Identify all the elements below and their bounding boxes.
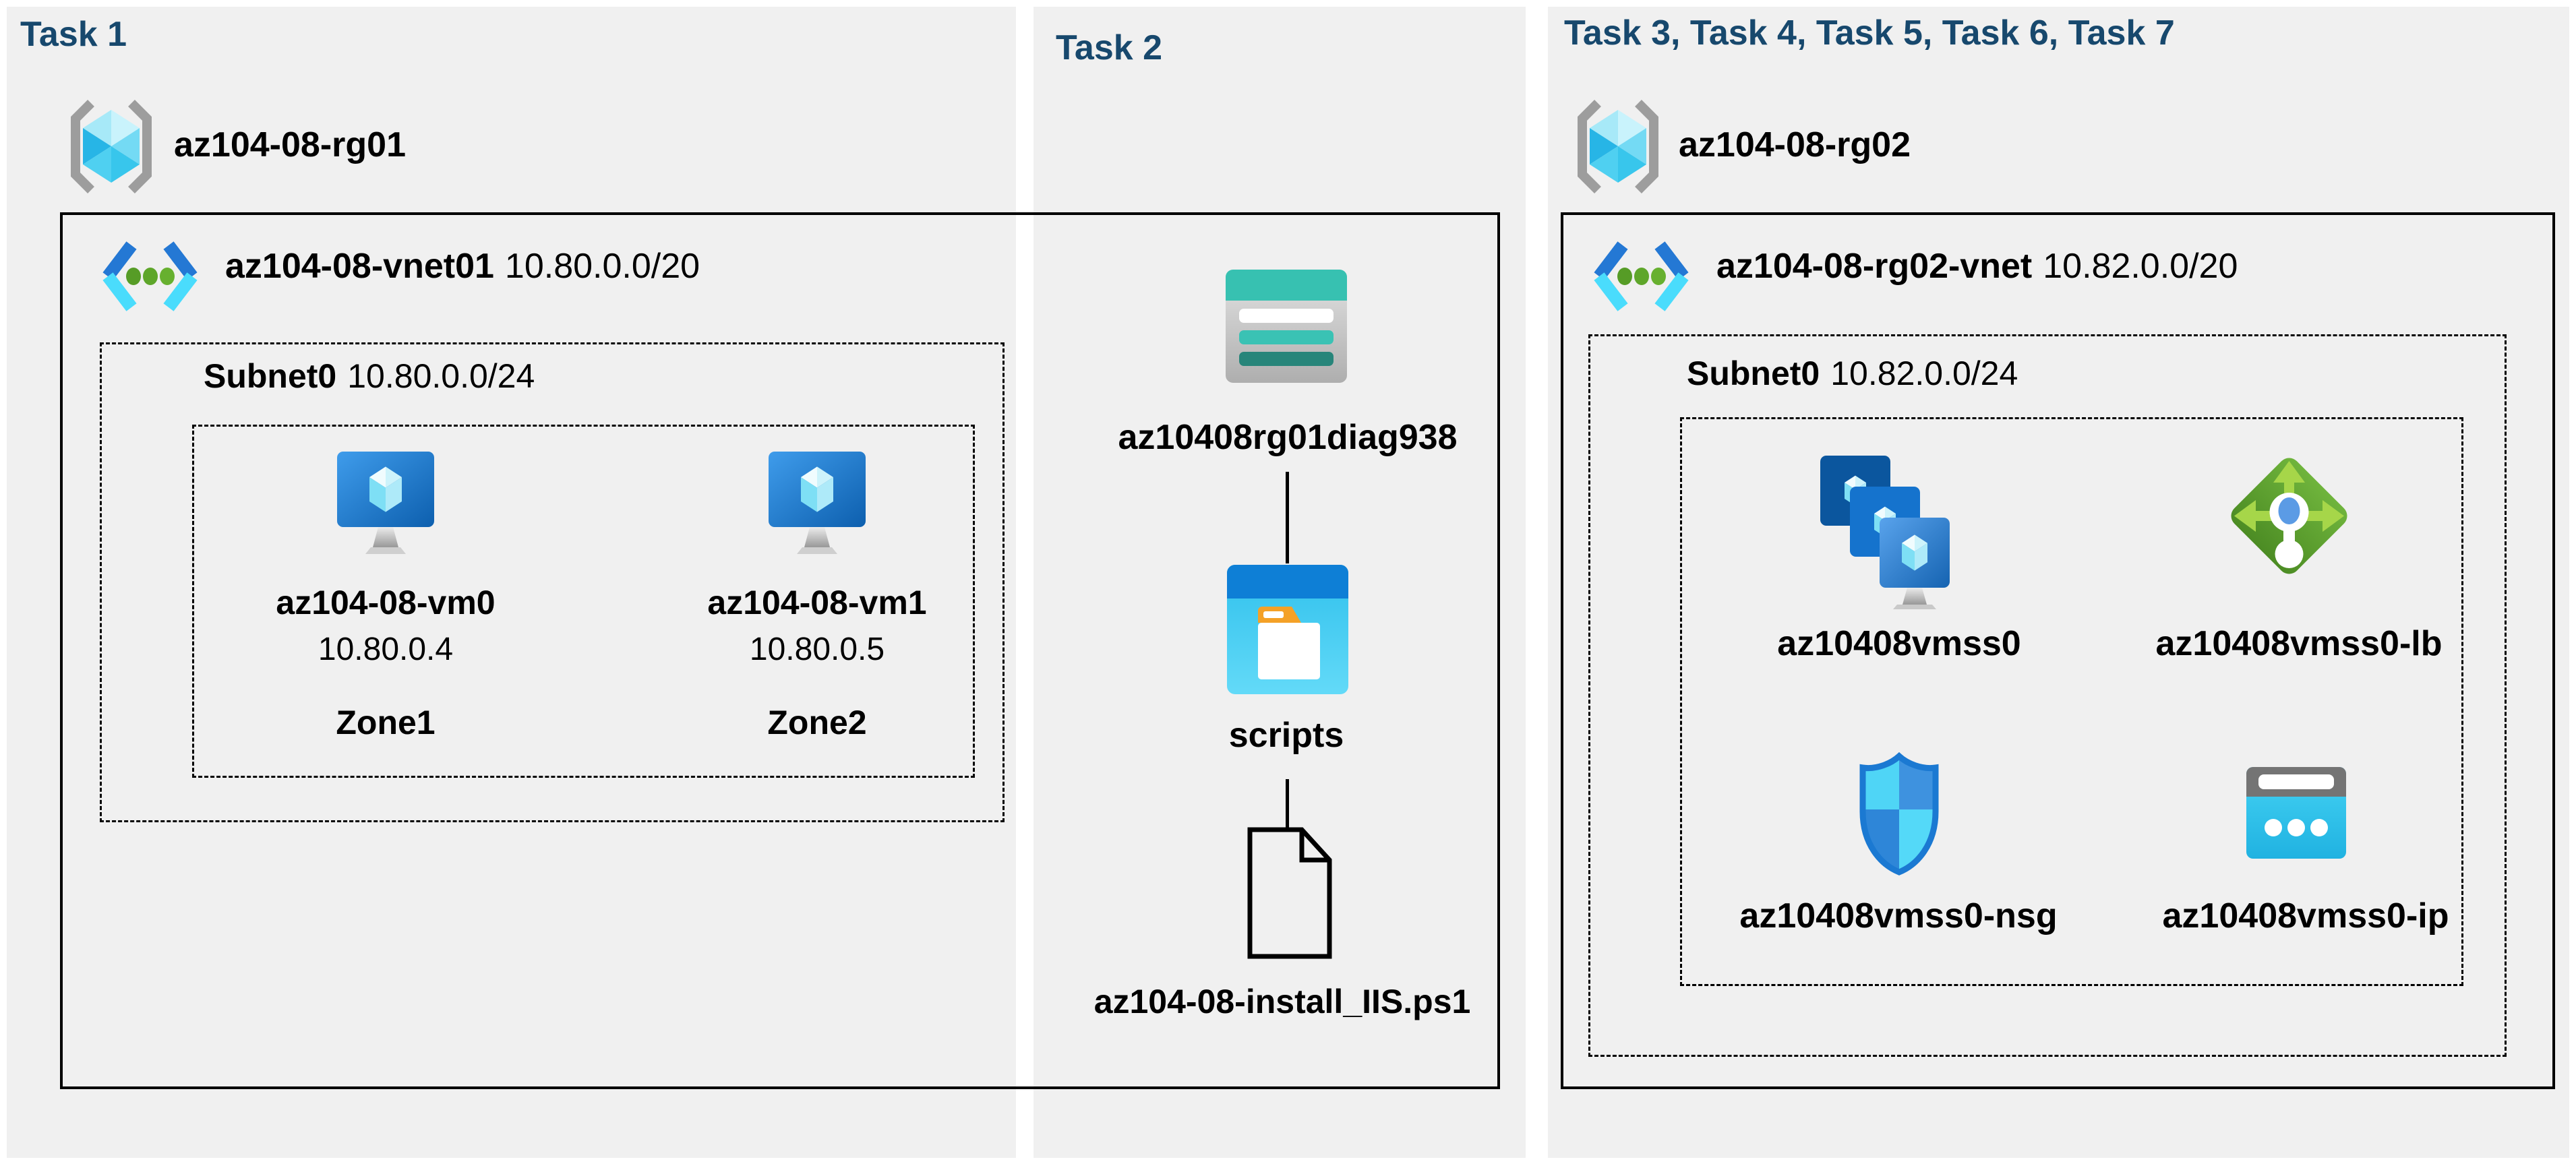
container-label: scripts [1228,716,1344,755]
vm-scale-set-icon [1820,456,1952,609]
resource-group-icon [1571,98,1665,195]
virtual-network-icon [1592,241,1690,311]
vm1-ip: 10.80.0.5 [749,632,885,667]
task1-title: Task 1 [20,15,127,54]
vmss-resources-boundary [1680,417,2463,986]
nsg-label: az10408vmss0-nsg [1739,896,2058,935]
vnet1-boundary [60,212,1500,1089]
panel-task1 [7,7,1016,1158]
storage-account-label: az10408rg01diag938 [1118,418,1458,457]
connector-container-to-file [1286,779,1289,828]
vm0-name: az104-08-vm0 [276,584,496,621]
file-icon [1247,826,1333,960]
virtual-network-icon [101,241,199,311]
subnet2-cidr: 10.82.0.0/24 [1830,355,2018,392]
subnet2-boundary [1588,334,2507,1057]
storage-account-icon [1226,270,1347,383]
vm1-zone: Zone2 [767,704,867,741]
vm1-name: az104-08-vm1 [707,584,927,621]
virtual-machine-icon [769,452,866,561]
vnet1-name: az104-08-vnet01 [225,247,494,286]
public-ip-icon [2246,767,2346,859]
connector-storage-to-container [1286,472,1289,563]
load-balancer-icon [2226,453,2352,581]
subnet1-boundary [100,342,1005,822]
resource-group-icon [64,98,158,195]
vnet1-label: az104-08-vnet01 10.80.0.0/20 [225,247,700,287]
task2-title: Task 2 [1056,28,1163,67]
script-file-label: az104-08-install_IIS.ps1 [1094,983,1471,1020]
vm0-zone: Zone1 [336,704,436,741]
subnet2-label: Subnet0 10.82.0.0/24 [1687,355,2018,394]
subnet1-label: Subnet0 10.80.0.0/24 [204,357,535,396]
vm0-ip: 10.80.0.4 [318,632,454,667]
subnet2-name: Subnet0 [1687,355,1820,392]
vnet2-boundary [1561,212,2555,1089]
resource-group-2-label: az104-08-rg02 [1679,125,1911,164]
public-ip-label: az10408vmss0-ip [2162,896,2449,935]
vnet2-label: az104-08-rg02-vnet 10.82.0.0/20 [1716,247,2238,287]
blob-container-icon [1227,565,1348,694]
load-balancer-label: az10408vmss0-lb [2155,624,2443,663]
vnet2-cidr: 10.82.0.0/20 [2043,247,2238,286]
panel-task3 [1548,7,2569,1158]
subnet1-name: Subnet0 [204,357,337,395]
vnet1-cidr: 10.80.0.0/20 [504,247,700,286]
zones-boundary [192,425,975,778]
resource-group-1-label: az104-08-rg01 [174,125,406,164]
network-security-group-icon [1856,752,1942,876]
subnet1-cidr: 10.80.0.0/24 [347,357,535,395]
virtual-machine-icon [337,452,434,561]
vnet2-name: az104-08-rg02-vnet [1716,247,2033,286]
vmss-label: az10408vmss0 [1777,624,2021,663]
task3-title: Task 3, Task 4, Task 5, Task 6, Task 7 [1564,13,2175,53]
